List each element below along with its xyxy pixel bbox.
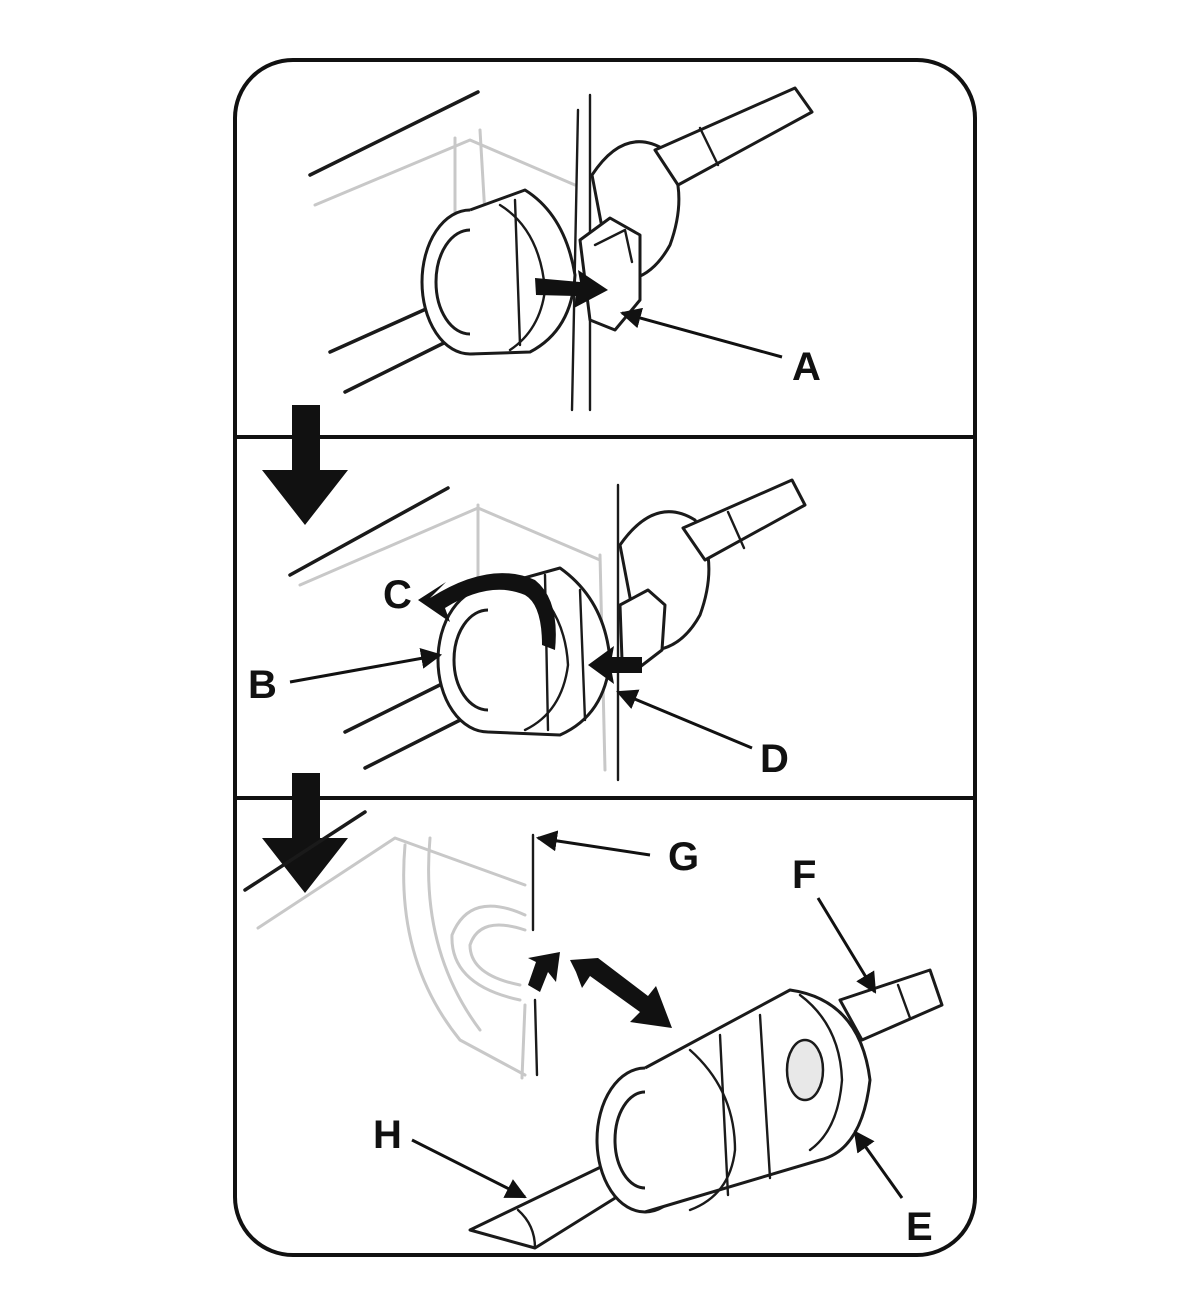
- push-arrow-icon: [588, 646, 642, 684]
- connector-1: [420, 188, 577, 356]
- panel-frame: [233, 58, 977, 1257]
- body-panel-outline: [256, 836, 527, 1080]
- move-arrow-icon: [570, 958, 672, 1028]
- insert-arrow-icon: [528, 952, 560, 992]
- connector-2: [436, 566, 612, 737]
- step-down-arrow-icon: [262, 405, 348, 525]
- callout-f-label: F: [792, 853, 816, 897]
- callout-c-label: C: [383, 573, 412, 617]
- callout-h-label: H: [373, 1113, 402, 1157]
- callout-b-label: B: [248, 663, 277, 707]
- rotate-arrow-icon: [418, 573, 556, 650]
- panel-step-2: C B D: [248, 478, 807, 782]
- callout-g-label: G: [668, 835, 699, 879]
- panel-step-1: A: [308, 86, 821, 412]
- callout-d-label: D: [760, 737, 789, 781]
- connector-3: [595, 988, 872, 1214]
- callout-e-label: E: [906, 1205, 933, 1249]
- slide-arrow-icon: [535, 270, 608, 308]
- panel-step-3: G F E H: [243, 810, 944, 1250]
- callout-a-label: A: [792, 345, 821, 389]
